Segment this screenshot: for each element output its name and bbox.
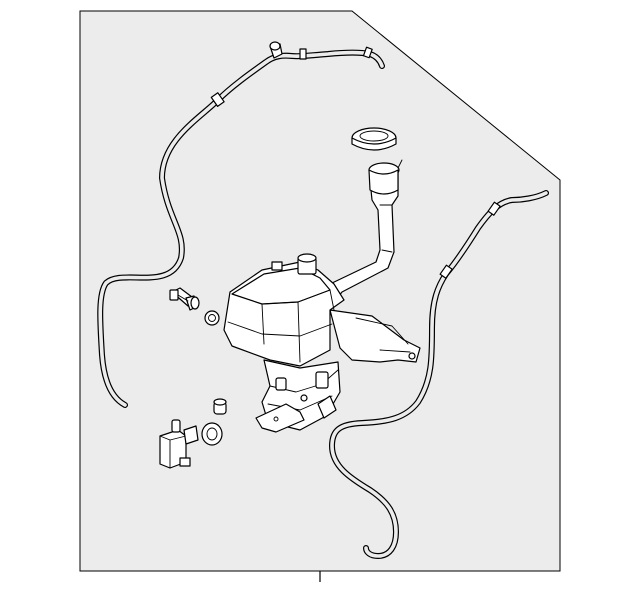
seal-ring (201, 422, 223, 446)
level-sensor (169, 287, 200, 311)
hose-clip-icon (269, 41, 283, 59)
upper-hose (97, 41, 385, 408)
sensor-grommet (204, 310, 220, 326)
filler-neck (321, 159, 403, 303)
hose-clip-icon (210, 92, 225, 107)
hose-clip-icon (362, 46, 373, 59)
reservoir-tank (223, 253, 421, 433)
pump-grommet (213, 398, 227, 415)
hose-clip-icon (439, 264, 453, 279)
right-hose (329, 190, 549, 559)
washer-pump (159, 419, 199, 469)
hose-clip-icon (487, 201, 501, 216)
hose-clip-icon (299, 48, 307, 60)
filler-cap (351, 127, 397, 151)
